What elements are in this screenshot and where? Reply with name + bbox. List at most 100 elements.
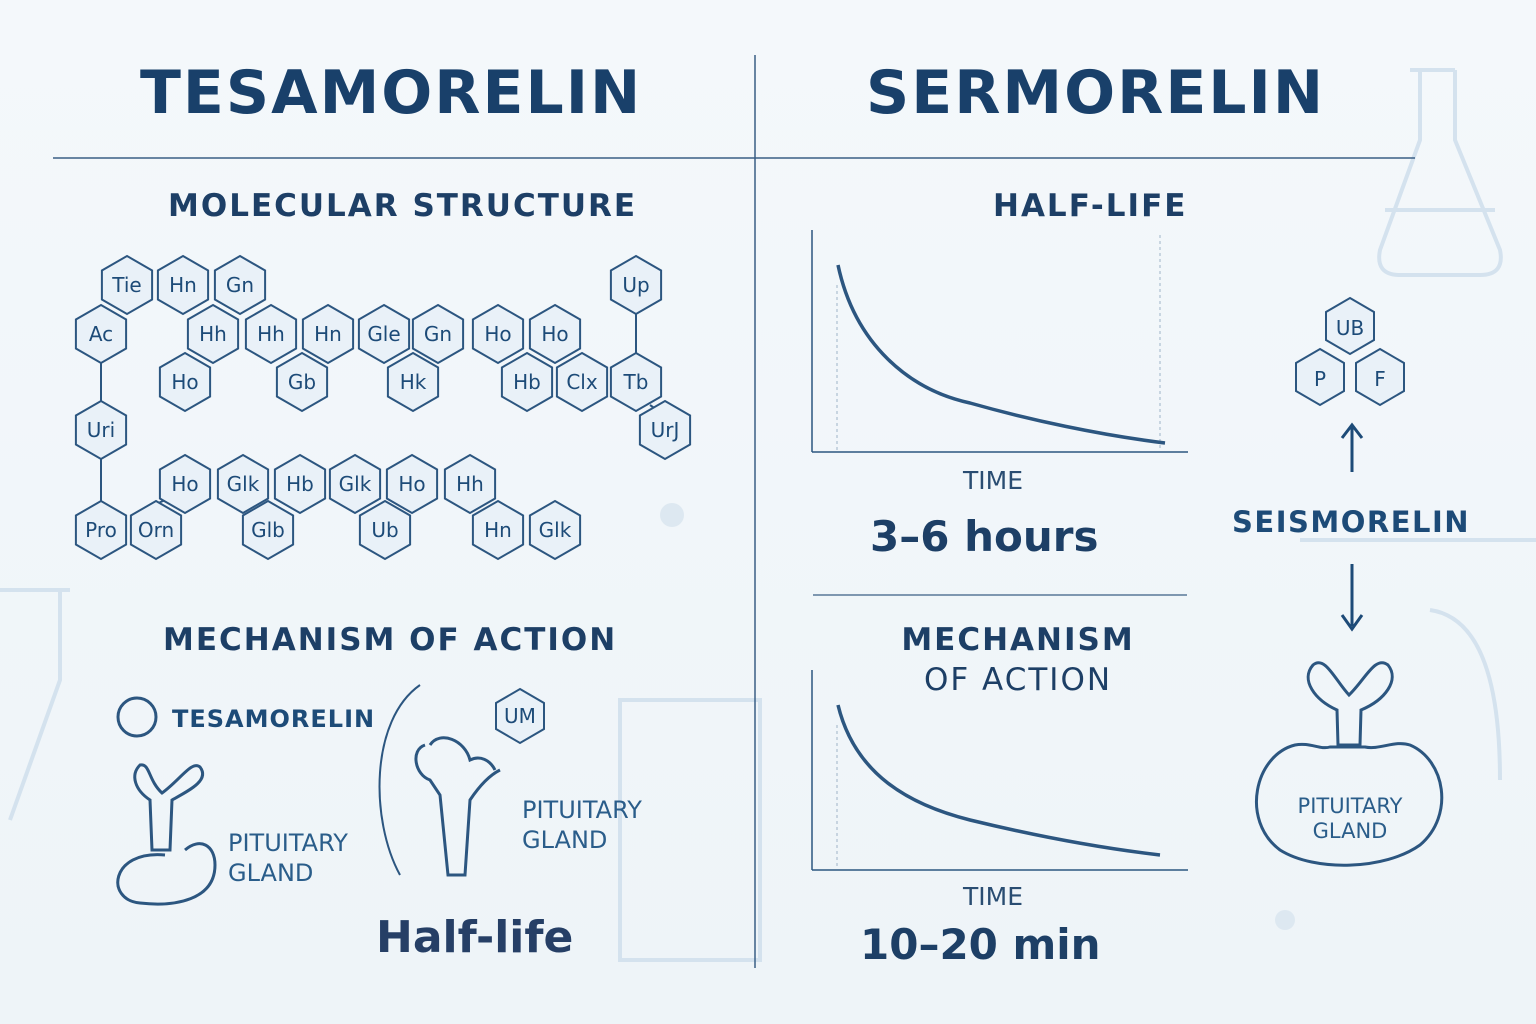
hexagon-node: Hh (443, 453, 497, 515)
hexagon-label: Hh (456, 472, 484, 496)
floating-hexagon: UM (495, 687, 545, 745)
floating-hexagon-text: UM (504, 704, 536, 728)
half-life-caption: Half-life (376, 912, 574, 963)
hexagon-label: Ho (398, 472, 425, 496)
hexagon-label: Ac (89, 322, 113, 346)
hexagon-node: Gn (411, 303, 465, 365)
arrow-up-icon (1340, 422, 1364, 472)
hexagon-node: Tb (609, 351, 663, 413)
hexagon-node: Glk (216, 453, 270, 515)
hexagon-node: Glb (241, 499, 295, 561)
hexagon-node: Tie (100, 254, 154, 316)
gland-label-right: PITUITARY GLAND (1245, 794, 1455, 844)
pituitary-gland-icon-left (116, 763, 217, 906)
hexagon-node: Ho (158, 351, 212, 413)
side-hexagon-cluster: UB P F (1295, 296, 1405, 407)
hexagon-node: Hh (244, 303, 298, 365)
side-hex-3: F (1374, 367, 1386, 391)
hexagon-node: Pro (74, 499, 128, 561)
hexagon-node: UrJ (638, 399, 692, 461)
hexagon-label: Hn (314, 322, 342, 346)
hexagon-label: Uri (87, 418, 115, 442)
hexagon-label: Ho (171, 472, 198, 496)
hexagon-label: Tie (111, 273, 141, 297)
hexagon-node: Gle (357, 303, 411, 365)
mechanism-heading-right-line2: OF ACTION (923, 662, 1113, 698)
hexagon-label: Glk (539, 518, 572, 542)
hexagon-node: Gn (213, 254, 267, 316)
hexagon-node: Hb (273, 453, 327, 515)
right-title: SERMORELIN (866, 58, 1326, 128)
hexagon-node: Ub (358, 499, 412, 561)
mechanism-heading-right-line1: MECHANISM (901, 622, 1135, 658)
half-life-chart-1 (811, 230, 1188, 453)
hexagon-node: Hn (471, 499, 525, 561)
side-label: SEISMORELIN (1232, 505, 1471, 539)
hexagon-node: Ho (385, 453, 439, 515)
hexagon-node: Clx (555, 351, 609, 413)
half-life-chart-2 (811, 670, 1188, 871)
hexagon-label: Hb (513, 370, 541, 394)
side-hex-2: P (1314, 367, 1326, 391)
legend-label: TESAMORELIN (172, 705, 376, 733)
gland-label-right-line1: PITUITARY (1297, 794, 1403, 818)
hexagon-node: Glk (528, 499, 582, 561)
hexagon-node: Gb (275, 351, 329, 413)
legend-circle-icon (116, 696, 158, 738)
hexagon-label: Glk (339, 472, 372, 496)
pituitary-gland-icon-center (378, 684, 501, 877)
gland-label-left-line2: GLAND (228, 859, 314, 887)
hexagon-label: Tb (623, 370, 649, 394)
hexagon-label: Pro (85, 518, 117, 542)
gland-label-left: PITUITARY GLAND (228, 828, 348, 888)
hexagon-node: Hb (500, 351, 554, 413)
mechanism-heading-right: MECHANISM OF ACTION (900, 622, 1136, 698)
hexagon-node: Ho (528, 303, 582, 365)
hexagon-label: Glk (227, 472, 260, 496)
hexagon-label: Gb (288, 370, 316, 394)
hexagon-node: Ac (74, 303, 128, 365)
hexagon-label: Ho (484, 322, 511, 346)
molecular-structure-heading: MOLECULAR STRUCTURE (168, 188, 638, 224)
hexagon-label: Gn (226, 273, 254, 297)
hexagon-label: Hh (257, 322, 285, 346)
hexagon-label: Gle (367, 322, 400, 346)
hexagon-node: Uri (74, 399, 128, 461)
chart2-x-label: TIME (963, 882, 1024, 911)
hexagon-label: Ho (541, 322, 568, 346)
decay-curve-2 (836, 704, 1161, 857)
gland-label-right-line2: GLAND (1312, 819, 1388, 843)
hexagon-label: Ub (371, 518, 398, 542)
left-title: TESAMORELIN (140, 58, 643, 128)
hexagon-label: Hn (169, 273, 197, 297)
chart1-x-label: TIME (963, 466, 1024, 495)
hexagon-node: Hk (386, 351, 440, 413)
hexagon-label: Ho (171, 370, 198, 394)
gland-label-center-line1: PITUITARY (522, 796, 642, 824)
arrow-down-icon (1340, 564, 1364, 632)
hexagon-label: Hn (484, 518, 512, 542)
hexagon-node: Glk (328, 453, 382, 515)
half-life-heading: HALF-LIFE (993, 188, 1188, 224)
chart2-value: 10–20 min (860, 920, 1101, 969)
hexagon-label: Gn (424, 322, 452, 346)
hexagon-node: Hh (186, 303, 240, 365)
hexagon-label: Hb (286, 472, 314, 496)
gland-label-left-line1: PITUITARY (228, 829, 348, 857)
hexagon-label: Hk (400, 370, 427, 394)
hexagon-label: Clx (566, 370, 598, 394)
gland-label-center-line2: GLAND (522, 826, 608, 854)
hexagon-node: Hn (156, 254, 210, 316)
side-hex-1: UB (1336, 316, 1364, 340)
hexagon-node: Ho (471, 303, 525, 365)
hexagon-label: Orn (138, 518, 174, 542)
hexagon-label: Glb (251, 518, 285, 542)
mechanism-heading-left: MECHANISM OF ACTION (163, 622, 618, 658)
hexagon-label: Up (622, 273, 649, 297)
hexagon-node: Up (609, 254, 663, 316)
chart1-value: 3–6 hours (870, 512, 1099, 561)
gland-label-center: PITUITARY GLAND (522, 795, 642, 855)
